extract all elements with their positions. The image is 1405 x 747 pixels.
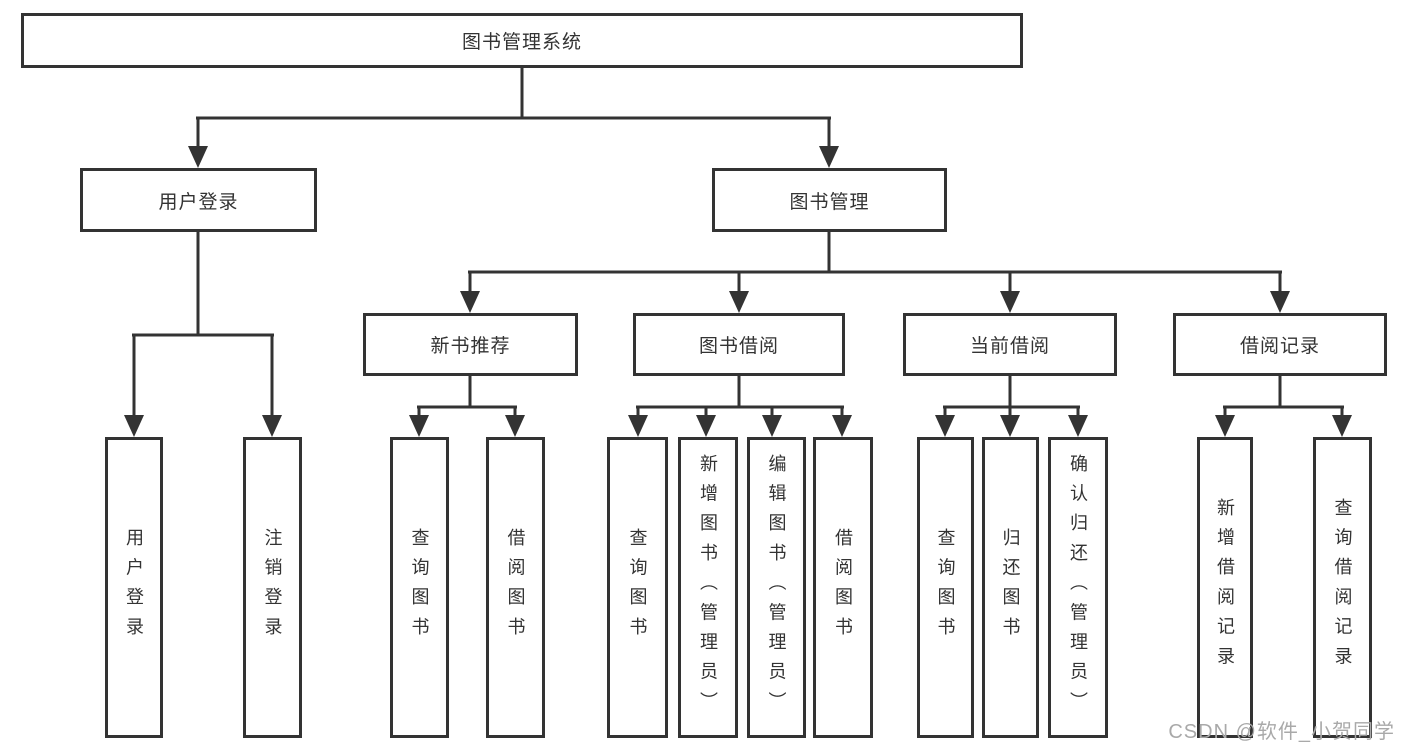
node-current-borrow-label: 当前借阅 bbox=[969, 336, 1050, 357]
leaf-query-books-borrow: 查询图书 bbox=[607, 437, 668, 738]
node-system-root-label: 图书管理系统 bbox=[461, 32, 582, 53]
node-new-book-recommend-label: 新书推荐 bbox=[430, 336, 511, 357]
node-book-borrow: 图书借阅 bbox=[633, 313, 845, 376]
leaf-add-borrow-record-label: 新增借阅记录 bbox=[1215, 498, 1235, 677]
leaf-logout-login: 注销登录 bbox=[243, 437, 302, 738]
csdn-watermark: CSDN @软件_小贺同学 bbox=[1168, 721, 1395, 743]
leaf-query-books-current: 查询图书 bbox=[917, 437, 974, 738]
node-current-borrow: 当前借阅 bbox=[903, 313, 1117, 376]
leaf-query-books-recommend: 查询图书 bbox=[390, 437, 449, 738]
node-borrow-records-label: 借阅记录 bbox=[1239, 336, 1320, 357]
leaf-add-books-admin-label: 新增图书（管理员） bbox=[698, 453, 718, 722]
leaf-borrow-books-borrow-label: 借阅图书 bbox=[833, 528, 853, 647]
leaf-borrow-books-recommend-label: 借阅图书 bbox=[505, 528, 526, 647]
leaf-borrow-books-borrow: 借阅图书 bbox=[813, 437, 873, 738]
leaf-return-books-label: 归还图书 bbox=[1000, 528, 1021, 647]
leaf-query-borrow-record: 查询借阅记录 bbox=[1313, 437, 1372, 738]
node-book-management: 图书管理 bbox=[712, 168, 947, 232]
leaf-logout-login-label: 注销登录 bbox=[262, 528, 283, 647]
node-user-login: 用户登录 bbox=[80, 168, 317, 232]
leaf-add-borrow-record: 新增借阅记录 bbox=[1197, 437, 1253, 738]
leaf-edit-books-admin: 编辑图书（管理员） bbox=[747, 437, 806, 738]
leaf-return-books: 归还图书 bbox=[982, 437, 1039, 738]
leaf-confirm-return-admin-label: 确认归还（管理员） bbox=[1068, 453, 1088, 722]
leaf-user-login: 用户登录 bbox=[105, 437, 163, 738]
leaf-query-books-borrow-label: 查询图书 bbox=[627, 528, 648, 647]
leaf-user-login-label: 用户登录 bbox=[124, 528, 144, 647]
leaf-query-books-recommend-label: 查询图书 bbox=[409, 528, 430, 647]
node-user-login-label: 用户登录 bbox=[158, 191, 239, 213]
node-new-book-recommend: 新书推荐 bbox=[363, 313, 578, 376]
leaf-edit-books-admin-label: 编辑图书（管理员） bbox=[766, 453, 787, 722]
leaf-query-borrow-record-label: 查询借阅记录 bbox=[1332, 498, 1353, 677]
node-book-management-label: 图书管理 bbox=[789, 191, 870, 213]
leaf-query-books-current-label: 查询图书 bbox=[935, 528, 956, 647]
node-borrow-records: 借阅记录 bbox=[1173, 313, 1387, 376]
leaf-add-books-admin: 新增图书（管理员） bbox=[678, 437, 738, 738]
leaf-borrow-books-recommend: 借阅图书 bbox=[486, 437, 545, 738]
node-book-borrow-label: 图书借阅 bbox=[698, 336, 779, 357]
leaf-confirm-return-admin: 确认归还（管理员） bbox=[1048, 437, 1108, 738]
node-system-root: 图书管理系统 bbox=[21, 13, 1023, 68]
